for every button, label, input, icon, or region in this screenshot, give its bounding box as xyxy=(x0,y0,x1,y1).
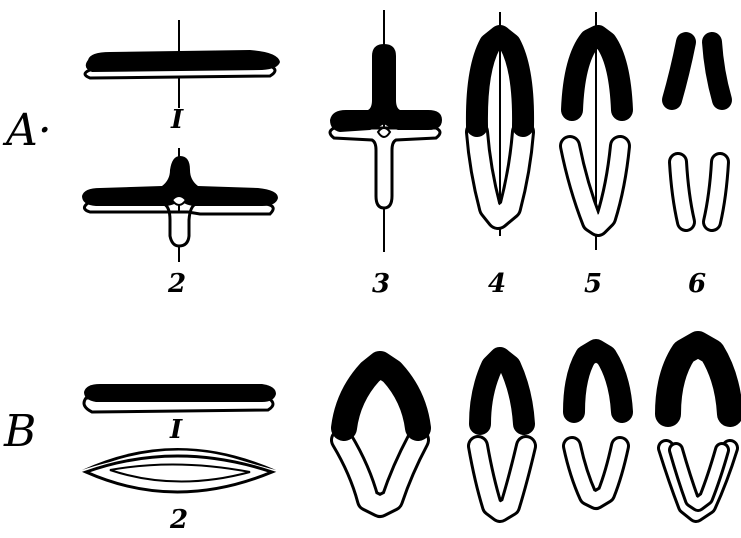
panel-label-a1: I xyxy=(170,105,184,135)
panel-a1 xyxy=(85,20,280,108)
black-layer xyxy=(86,50,280,72)
panel-a5 xyxy=(570,12,622,250)
panel-label-a4: 4 xyxy=(488,269,506,299)
white-layer xyxy=(572,446,620,500)
row-label-a: A· xyxy=(2,105,52,156)
panel-b4 xyxy=(478,358,526,512)
black-layer xyxy=(330,44,442,132)
black-layer xyxy=(668,344,730,414)
white-layer-left xyxy=(678,162,686,222)
black-layer-left xyxy=(672,42,686,100)
panel-b2 xyxy=(82,448,276,492)
panel-b3 xyxy=(342,364,418,506)
panel-a2 xyxy=(82,148,278,262)
black-layer xyxy=(574,350,622,412)
white-layer xyxy=(342,440,418,506)
panel-b6 xyxy=(666,344,730,514)
panel-label-a2: 2 xyxy=(167,269,186,299)
fold-center xyxy=(378,128,390,137)
panel-a4 xyxy=(477,12,523,236)
panel-a6 xyxy=(672,42,722,222)
white-layer-right xyxy=(712,162,720,222)
black-layer xyxy=(480,358,524,424)
panel-b1 xyxy=(84,384,276,412)
white-layer xyxy=(330,128,440,208)
panel-b5 xyxy=(572,350,622,500)
panel-label-b1: I xyxy=(169,415,183,445)
black-layer xyxy=(344,364,418,428)
panel-label-a6: 6 xyxy=(688,269,706,299)
row-label-b: B xyxy=(3,406,36,457)
black-layer xyxy=(84,384,276,402)
white-layer xyxy=(478,446,526,512)
panel-label-b2: 2 xyxy=(169,505,188,535)
black-layer-right xyxy=(712,42,722,100)
fold-center xyxy=(172,196,186,205)
panel-label-a3: 3 xyxy=(372,269,390,299)
panel-label-a5: 5 xyxy=(584,269,602,299)
panel-a3 xyxy=(330,10,442,252)
